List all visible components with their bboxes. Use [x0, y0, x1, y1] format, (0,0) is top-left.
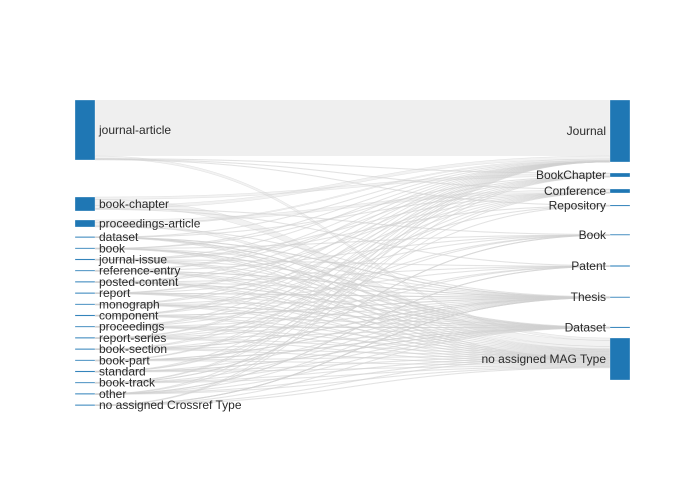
- source-label-monograph: monograph: [99, 297, 160, 311]
- target-node-journal: [609, 99, 631, 163]
- source-node-book-chapter: [74, 196, 96, 212]
- source-node-proceedings-article: [74, 219, 96, 228]
- source-label-dataset: dataset: [99, 230, 139, 244]
- source-label-journal-issue: journal-issue: [98, 253, 167, 267]
- target-label-repository: Repository: [549, 199, 606, 213]
- source-node-report-series: [74, 337, 96, 339]
- source-label-proceedings: proceedings: [99, 320, 164, 334]
- sankey-link-journal-article-to-journal: [95, 100, 610, 156]
- target-label-thesis: Thesis: [571, 290, 606, 304]
- source-label-book: book: [99, 241, 126, 255]
- source-label-no-assigned-crossref-type: no assigned Crossref Type: [99, 398, 242, 412]
- source-node-book-part: [74, 359, 96, 362]
- target-node-patent: [609, 265, 631, 267]
- source-node-posted-content: [74, 281, 96, 283]
- target-node-bookchapter: [609, 172, 631, 178]
- source-label-posted-content: posted-content: [99, 275, 179, 289]
- target-label-book: Book: [579, 228, 607, 242]
- source-label-proceedings-article: proceedings-article: [99, 217, 201, 231]
- target-label-dataset: Dataset: [565, 320, 607, 334]
- source-node-monograph: [74, 303, 96, 306]
- source-label-report-series: report-series: [99, 331, 166, 345]
- source-label-book-part: book-part: [99, 353, 150, 367]
- target-label-bookchapter: BookChapter: [536, 168, 606, 182]
- source-node-book: [74, 247, 96, 250]
- source-label-component: component: [99, 309, 159, 323]
- source-node-journal-article: [74, 99, 96, 161]
- source-node-proceedings: [74, 325, 96, 328]
- target-node-repository: [609, 204, 631, 207]
- source-label-book-track: book-track: [99, 376, 156, 390]
- source-node-standard: [74, 370, 96, 373]
- source-node-dataset: [74, 236, 96, 238]
- source-label-report: report: [99, 286, 131, 300]
- source-node-journal-issue: [74, 258, 96, 261]
- source-label-reference-entry: reference-entry: [99, 264, 180, 278]
- target-node-book: [609, 234, 631, 236]
- target-node-dataset: [609, 326, 631, 329]
- source-node-reference-entry: [74, 269, 96, 272]
- source-label-journal-article: journal-article: [98, 123, 171, 137]
- source-label-other: other: [99, 387, 126, 401]
- target-label-patent: Patent: [571, 259, 606, 273]
- source-node-component: [74, 314, 96, 317]
- target-label-journal: Journal: [567, 124, 606, 138]
- source-node-other: [74, 393, 96, 395]
- source-node-book-section: [74, 348, 96, 350]
- source-label-book-section: book-section: [99, 342, 167, 356]
- sankey-labels: journal-article book-chapter proceedings-a…: [98, 123, 607, 412]
- target-node-no-assigned-mag-type: [609, 337, 631, 381]
- target-node-conference: [609, 188, 631, 194]
- target-label-conference: Conference: [544, 184, 606, 198]
- source-label-standard: standard: [99, 365, 146, 379]
- source-node-report: [74, 292, 96, 294]
- target-node-thesis: [609, 296, 631, 298]
- source-label-book-chapter: book-chapter: [99, 197, 169, 211]
- source-node-book-track: [74, 381, 96, 384]
- target-label-no-assigned-mag-type: no assigned MAG Type: [481, 352, 606, 366]
- source-node-no-assigned-crossref-type: [74, 404, 96, 406]
- sankey-nodes: [74, 99, 631, 406]
